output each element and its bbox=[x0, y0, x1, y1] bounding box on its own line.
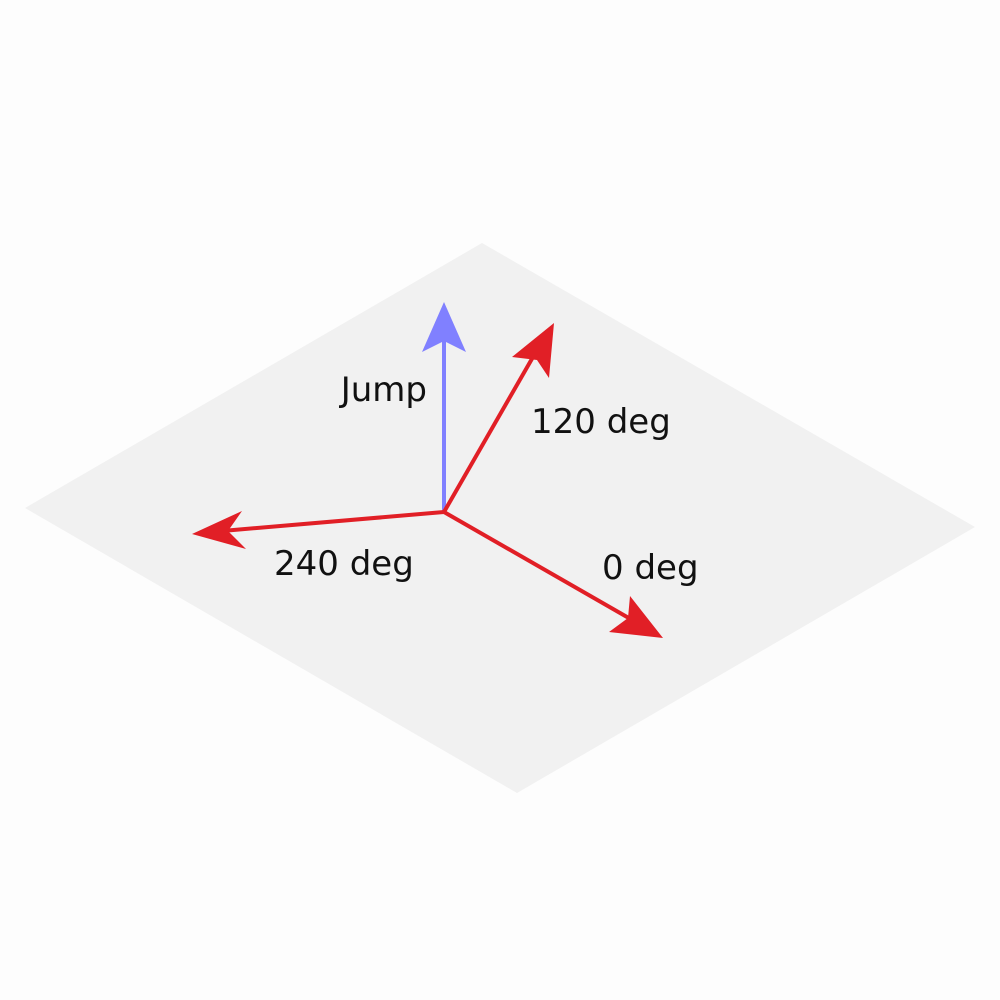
arrow-0-deg bbox=[443, 510, 663, 638]
arrow-0-deg-shaft bbox=[443, 510, 635, 623]
arrow-240-deg bbox=[192, 510, 445, 549]
ground-plane bbox=[25, 243, 975, 793]
arrow-0-deg-head bbox=[609, 596, 663, 638]
jump-arrowhead bbox=[422, 302, 466, 352]
arrow-240-deg-head bbox=[192, 511, 246, 549]
arrow-240-deg-shaft bbox=[221, 510, 445, 533]
label-jump: Jump bbox=[339, 370, 427, 410]
jump-arrow bbox=[422, 302, 466, 512]
label-120-deg: 120 deg bbox=[531, 402, 671, 442]
arrow-120-deg bbox=[442, 323, 554, 513]
arrow-120-deg-shaft bbox=[442, 349, 539, 513]
arrow-120-deg-head bbox=[512, 323, 554, 378]
label-0-deg: 0 deg bbox=[602, 548, 699, 588]
label-240-deg: 240 deg bbox=[274, 544, 414, 584]
